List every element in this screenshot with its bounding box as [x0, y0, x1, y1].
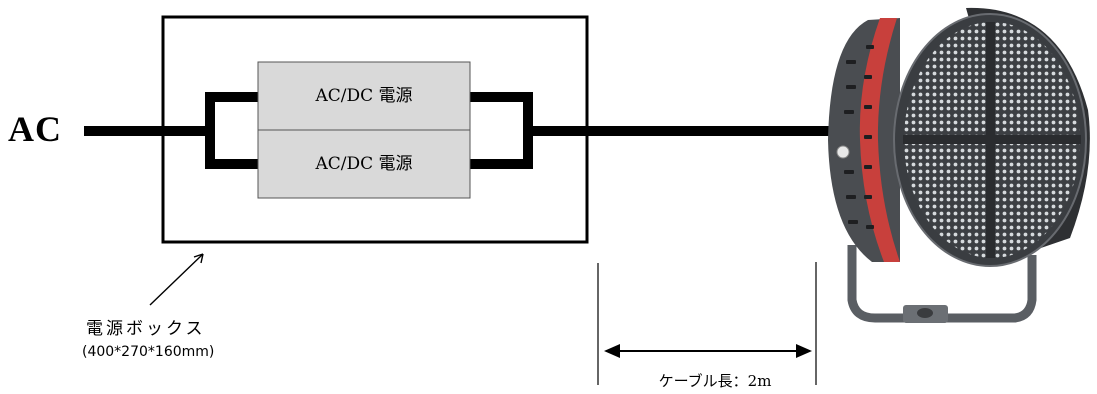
- dimension-arrow-left: [604, 344, 620, 358]
- psu-top-box: [257, 61, 471, 131]
- power-box-dimensions: (400*270*160mm): [82, 344, 215, 360]
- psu-top-label: AC/DC 電源: [315, 86, 413, 106]
- right-parallel-bracket: [470, 92, 533, 169]
- psu-bottom-label: AC/DC 電源: [315, 154, 413, 174]
- stadium-floodlight-icon: [828, 7, 1090, 323]
- diagonal-arrow-icon: [149, 253, 204, 306]
- cable-length-label: ケーブル長：2m: [658, 372, 772, 390]
- psu-bottom-box: [257, 129, 471, 199]
- power-box-name: 電源ボックス: [86, 319, 206, 339]
- ac-input-label: AC: [8, 109, 62, 149]
- arrow-tip: [193, 253, 204, 264]
- left-parallel-bracket: [205, 92, 258, 169]
- dimension-arrow-right: [796, 344, 812, 358]
